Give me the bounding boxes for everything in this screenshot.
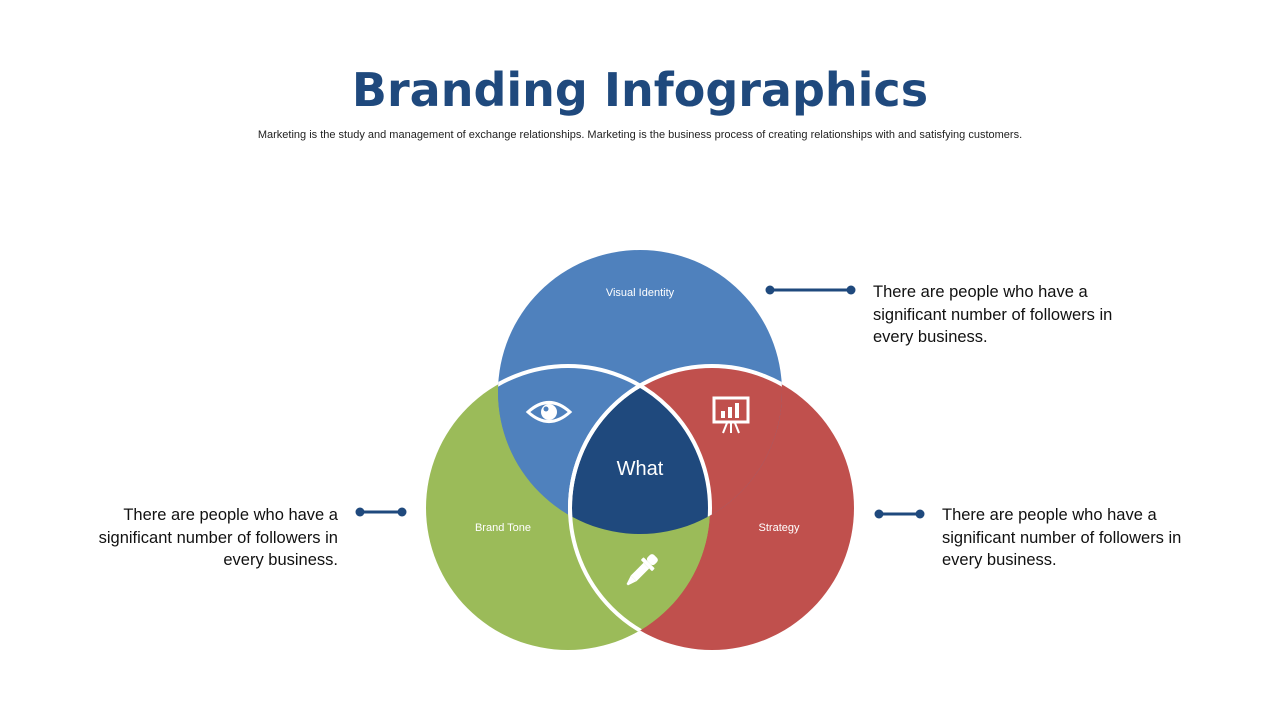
connector-left xyxy=(355,507,407,517)
callout-strategy: There are people who have a significant … xyxy=(942,506,1182,569)
connector-right-top xyxy=(765,285,856,295)
callout-brand-tone: There are people who have a significant … xyxy=(98,506,338,569)
circle-outlines xyxy=(498,364,782,650)
page-subtitle: Marketing is the study and management of… xyxy=(257,129,1023,141)
center-overlap xyxy=(570,366,710,534)
callout-visual-identity: There are people who have a significant … xyxy=(873,283,1113,346)
strategy-label: Strategy xyxy=(759,522,800,534)
eyedropper-icon xyxy=(626,554,658,586)
brand-tone-label: Brand Tone xyxy=(475,522,531,534)
visual-identity-label: Visual Identity xyxy=(606,287,675,299)
center-label: What xyxy=(617,458,664,480)
page-title: Branding Infographics xyxy=(351,63,929,117)
eye-icon xyxy=(525,401,573,423)
presentation-chart-icon xyxy=(712,396,750,434)
connector-right-bottom xyxy=(874,509,925,519)
